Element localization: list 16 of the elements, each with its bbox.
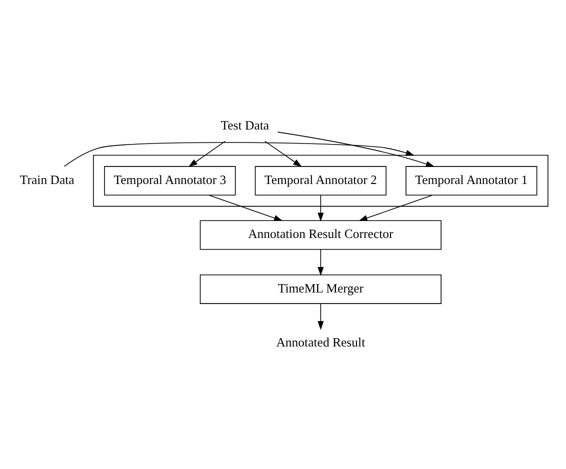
- node-box: Temporal Annotator 2: [254, 166, 386, 196]
- node-box: Temporal Annotator 1: [406, 166, 538, 196]
- node-text: Annotated Result: [276, 334, 366, 349]
- node-text: Test Data: [220, 118, 270, 132]
- arrow: [277, 131, 435, 166]
- node-box: TimeML Merger: [200, 274, 442, 304]
- arrow: [64, 142, 415, 166]
- arrow: [264, 140, 302, 166]
- arrow: [188, 140, 226, 166]
- node-box: Annotation Result Corrector: [200, 220, 442, 250]
- arrow: [318, 248, 324, 276]
- arrow: [318, 194, 324, 221]
- node-box: Temporal Annotator 3: [104, 166, 236, 196]
- node-text: Train Data: [20, 172, 74, 186]
- cluster: [93, 154, 548, 206]
- arrow: [318, 302, 324, 330]
